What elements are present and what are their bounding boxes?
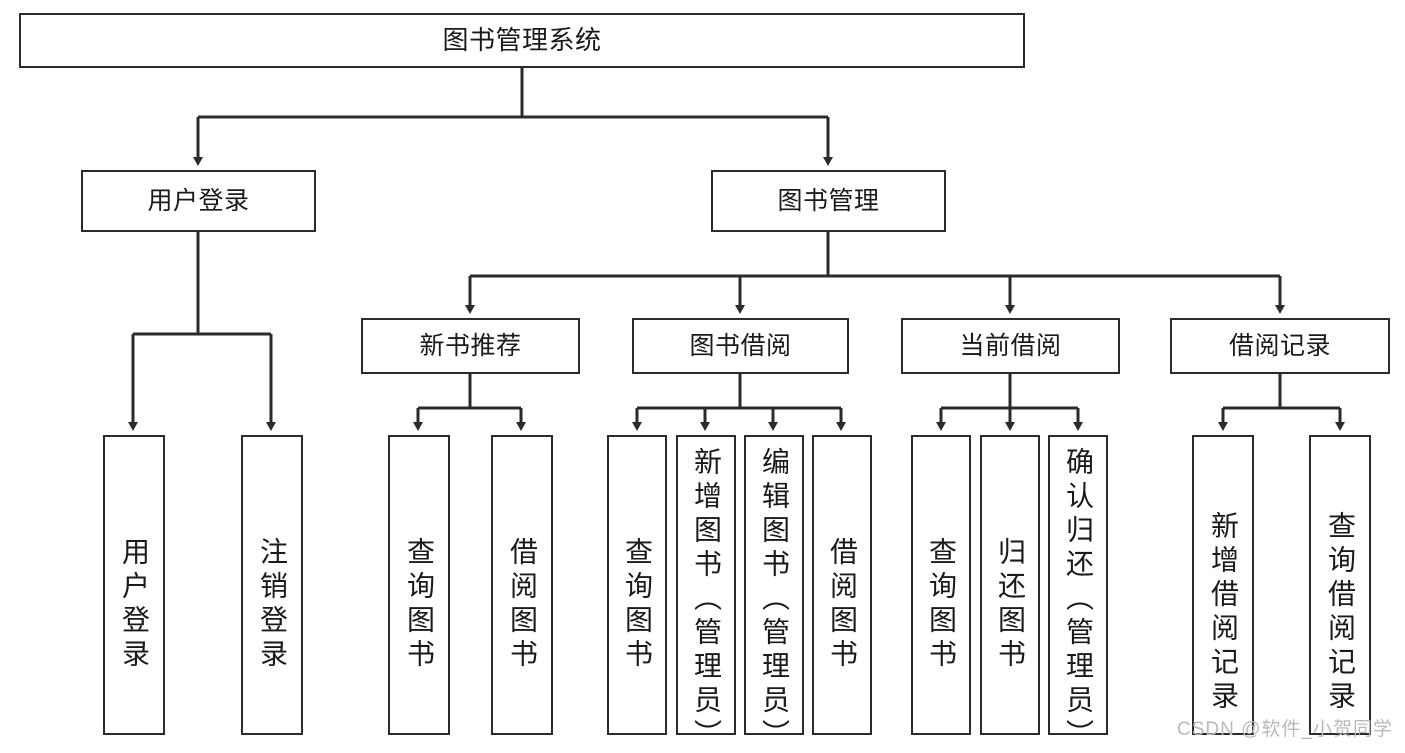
leaf-query-book-borrow[interactable]: 查询图书	[607, 435, 667, 735]
node-user-login[interactable]: 用户登录	[81, 170, 316, 232]
leaf-query-borrow-record[interactable]: 查询借阅记录	[1309, 435, 1371, 735]
leaf-add-book-admin[interactable]: 新增图书（管理员）	[676, 435, 736, 753]
node-book-management[interactable]: 图书管理	[711, 170, 946, 232]
node-label: 新增图书（管理员）	[691, 447, 722, 753]
leaf-borrow-book-recommend[interactable]: 借阅图书	[491, 435, 553, 735]
node-label: 新书推荐	[419, 332, 522, 360]
node-borrow-record[interactable]: 借阅记录	[1170, 318, 1390, 374]
node-label: 新增借阅记录	[1208, 511, 1239, 715]
node-label: 查询图书	[926, 537, 957, 673]
leaf-user-login[interactable]: 用户登录	[103, 435, 165, 735]
node-current-borrow[interactable]: 当前借阅	[901, 318, 1120, 374]
node-label: 当前借阅	[959, 332, 1062, 360]
node-label: 归还图书	[995, 537, 1026, 673]
node-label: 借阅记录	[1228, 332, 1331, 360]
node-label: 查询图书	[622, 537, 653, 673]
leaf-return-book[interactable]: 归还图书	[980, 435, 1040, 735]
node-label: 编辑图书（管理员）	[759, 447, 790, 753]
node-label: 图书管理系统	[442, 24, 602, 55]
node-label: 借阅图书	[507, 537, 538, 673]
leaf-confirm-return-admin[interactable]: 确认归还（管理员）	[1048, 435, 1108, 753]
node-label: 图书借阅	[689, 332, 792, 360]
node-label: 查询图书	[404, 537, 435, 673]
leaf-borrow-book[interactable]: 借阅图书	[812, 435, 872, 735]
node-label: 用户登录	[147, 187, 250, 215]
node-label: 确认归还（管理员）	[1063, 447, 1094, 753]
leaf-edit-book-admin[interactable]: 编辑图书（管理员）	[744, 435, 804, 753]
leaf-query-book-current[interactable]: 查询图书	[911, 435, 971, 735]
node-root-book-management-system[interactable]: 图书管理系统	[19, 13, 1025, 68]
node-label: 借阅图书	[827, 537, 858, 673]
node-new-book-recommend[interactable]: 新书推荐	[361, 318, 580, 374]
node-label: 查询借阅记录	[1325, 511, 1356, 715]
node-label: 用户登录	[119, 537, 150, 673]
node-book-borrow[interactable]: 图书借阅	[632, 318, 849, 374]
leaf-query-book-recommend[interactable]: 查询图书	[388, 435, 450, 735]
leaf-add-borrow-record[interactable]: 新增借阅记录	[1192, 435, 1254, 735]
leaf-logout[interactable]: 注销登录	[241, 435, 303, 735]
node-label: 图书管理	[777, 187, 880, 215]
node-label: 注销登录	[257, 537, 288, 673]
